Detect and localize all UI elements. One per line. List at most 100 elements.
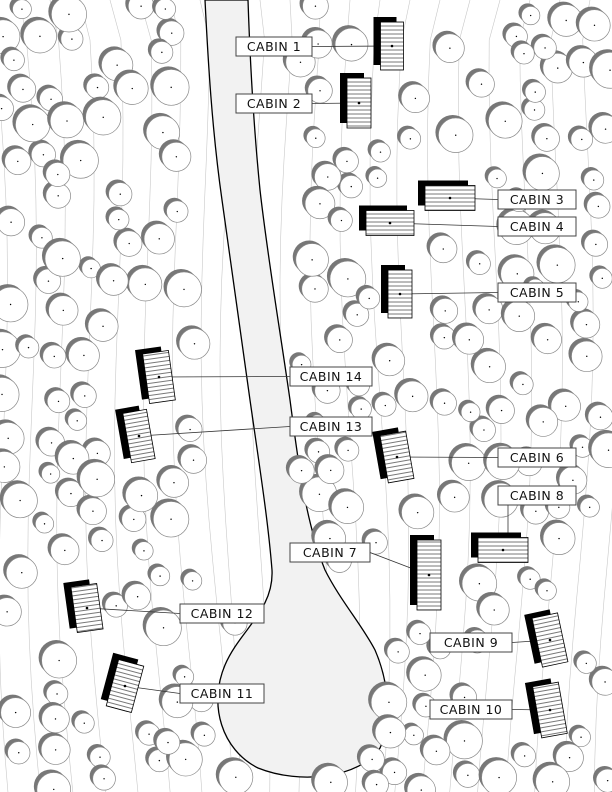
cabin-10[interactable]: CABIN 10 (429, 677, 568, 739)
cabin-label[interactable]: CABIN 12 (179, 603, 265, 624)
cabin-4[interactable]: CABIN 4 (359, 205, 577, 237)
tree (41, 237, 81, 277)
cabin-8[interactable]: CABIN 8 (471, 485, 577, 563)
cabin-label[interactable]: CABIN 6 (497, 447, 577, 468)
cabin-11[interactable]: CABIN 11 (99, 652, 265, 714)
cabin-footprint (410, 535, 442, 611)
tree (436, 479, 470, 513)
tree (347, 395, 372, 420)
cabin-5[interactable]: CABIN 5 (381, 265, 577, 319)
tree (573, 650, 597, 674)
tree (7, 73, 37, 103)
tree (83, 73, 110, 100)
tree (568, 337, 603, 373)
tree (180, 568, 203, 591)
cabin-footprint (373, 17, 404, 71)
cabin-7[interactable]: CABIN 7 (289, 535, 442, 611)
tree (522, 153, 560, 191)
cabin-footprint (524, 609, 569, 668)
tree (406, 619, 432, 645)
cabin-14[interactable]: CABIN 14 (135, 345, 373, 405)
tree (113, 69, 149, 105)
cabin-label[interactable]: CABIN 10 (429, 699, 513, 720)
cabin-label-text: CABIN 2 (247, 96, 301, 111)
tree (448, 443, 487, 481)
tree (54, 439, 90, 475)
cabin-label[interactable]: CABIN 14 (289, 366, 373, 387)
cabin-1[interactable]: CABIN 1 (235, 17, 404, 71)
tree (48, 0, 87, 33)
tree (0, 374, 20, 412)
tree (0, 16, 21, 54)
tree (0, 284, 29, 323)
tree (20, 16, 57, 54)
cabin-label[interactable]: CABIN 9 (429, 632, 513, 653)
tree (15, 334, 40, 359)
tree (476, 592, 510, 626)
tree (356, 744, 385, 773)
cabin-label[interactable]: CABIN 4 (497, 216, 577, 237)
cabin-label[interactable]: CABIN 5 (497, 282, 577, 303)
tree (465, 68, 495, 98)
cabin-label[interactable]: CABIN 13 (289, 416, 373, 437)
tree (158, 139, 192, 172)
cabin-label[interactable]: CABIN 1 (235, 36, 313, 57)
tree (484, 166, 507, 189)
tree (292, 240, 329, 277)
tree (0, 419, 25, 455)
tree (76, 494, 107, 526)
tree (531, 123, 560, 152)
cabin-label[interactable]: CABIN 11 (179, 683, 265, 704)
cabin-2[interactable]: CABIN 2 (235, 73, 372, 129)
cabin-label[interactable]: CABIN 2 (235, 93, 313, 114)
cabin-footprint (115, 405, 156, 464)
tree (38, 639, 78, 679)
tree (142, 606, 182, 647)
tree (311, 762, 348, 792)
tree (45, 292, 79, 326)
cabin-label-text: CABIN 3 (510, 192, 564, 207)
tree (150, 66, 190, 106)
tree (510, 742, 536, 768)
tree (406, 656, 442, 692)
contour-line (199, 0, 234, 792)
tree (547, 1, 583, 37)
tree (580, 167, 605, 191)
cabin-footprint (359, 205, 415, 236)
tree (0, 93, 14, 121)
tree (429, 323, 457, 350)
cabin-label[interactable]: CABIN 3 (497, 189, 577, 210)
cabin-13[interactable]: CABIN 13 (115, 404, 373, 464)
tree (539, 50, 573, 84)
cabin-6[interactable]: CABIN 6 (372, 426, 577, 484)
cabin-3[interactable]: CABIN 3 (418, 180, 577, 211)
tree (82, 96, 122, 136)
tree (3, 554, 38, 589)
tree (326, 258, 367, 298)
tree (86, 744, 111, 768)
tree (147, 38, 174, 64)
tree (379, 757, 408, 786)
cabin-label[interactable]: CABIN 7 (289, 542, 371, 563)
tree (327, 206, 353, 232)
cabin-footprint (63, 579, 104, 634)
tree (152, 0, 177, 20)
tree (530, 33, 557, 60)
tree (88, 526, 114, 552)
tree (324, 324, 353, 353)
tree (371, 391, 397, 417)
cabin-12[interactable]: CABIN 12 (63, 578, 265, 634)
tree (43, 680, 69, 706)
cabin-label-text: CABIN 9 (444, 635, 498, 650)
tree (568, 724, 591, 748)
tree (536, 244, 576, 284)
cabin-label[interactable]: CABIN 8 (497, 485, 577, 506)
tree (156, 465, 189, 498)
tree (588, 429, 612, 468)
tree (147, 563, 171, 587)
tree (576, 494, 600, 518)
cabin-label-text: CABIN 7 (303, 545, 357, 560)
tree (570, 308, 601, 339)
cabin-9[interactable]: CABIN 9 (429, 608, 569, 669)
